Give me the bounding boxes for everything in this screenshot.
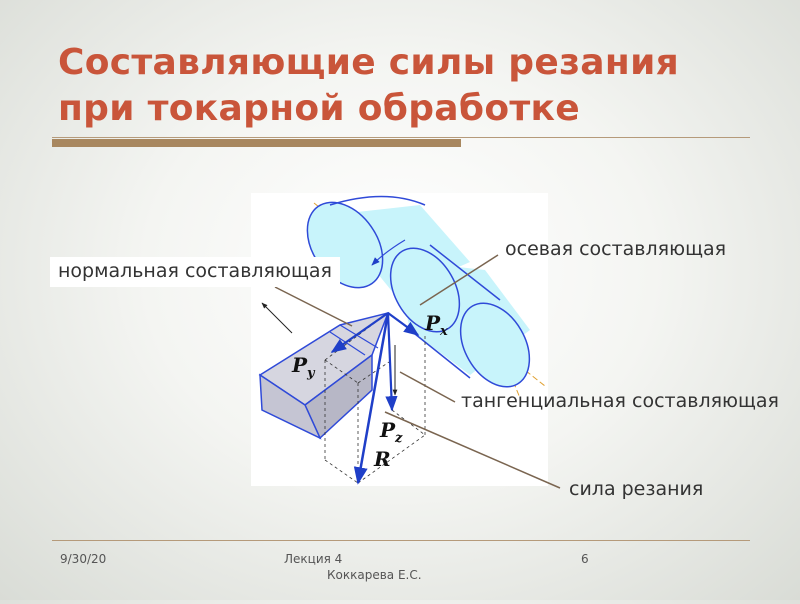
force-symbols: Px Py Pz R xyxy=(291,311,448,471)
leader-tangential xyxy=(399,371,456,403)
py-arrow xyxy=(330,312,389,353)
leader-cutting-force xyxy=(384,411,561,489)
box-edge-3 xyxy=(324,459,359,484)
workpiece-step-ellipse xyxy=(389,247,461,333)
title-line-2: при токарной обработке xyxy=(58,88,580,129)
cutting-force-label: сила резания xyxy=(569,478,704,500)
workpiece-front-end xyxy=(459,302,531,388)
pz-arrow xyxy=(385,312,398,412)
axial-component-label: осевая составляющая xyxy=(505,238,727,260)
tool-front-face xyxy=(259,373,322,440)
tool-edge-1 xyxy=(339,324,379,349)
box-edge-9 xyxy=(357,359,393,384)
footer-page-number: 6 xyxy=(581,552,589,566)
px-symbol: Px xyxy=(424,311,448,339)
workpiece-edge-2 xyxy=(409,329,471,379)
workpiece-large-top-edge xyxy=(329,195,426,206)
leader-lines xyxy=(274,254,561,489)
force-arrows xyxy=(261,302,420,485)
workpiece xyxy=(306,195,531,388)
box-edge-8 xyxy=(324,359,359,384)
title-divider-thick xyxy=(52,139,461,147)
r-symbol: R xyxy=(373,447,391,471)
footer-lecture: Лекция 4 xyxy=(284,552,343,566)
tool-edge-2 xyxy=(329,331,366,356)
leader-axial xyxy=(419,254,499,306)
rotation-arrow xyxy=(371,239,406,266)
px-arrow xyxy=(387,312,420,336)
normal-component-label: нормальная составляющая xyxy=(50,257,340,287)
box-edge-4 xyxy=(357,434,426,484)
slide-title: Составляющие силы резания при токарной о… xyxy=(58,40,758,132)
tangential-component-label: тангенциальная составляющая xyxy=(461,390,779,412)
footer-divider xyxy=(52,540,750,541)
workpiece-edge-1 xyxy=(429,244,501,301)
leader-normal xyxy=(274,286,353,327)
title-line-1: Составляющие силы резания xyxy=(58,42,680,83)
pz-symbol: Pz xyxy=(379,418,403,446)
title-divider-thin xyxy=(52,137,750,138)
resultant-force-arrow xyxy=(353,312,390,485)
footer-date: 9/30/20 xyxy=(60,552,107,566)
footer-author: Коккарева Е.С. xyxy=(327,568,422,582)
normal-direction-arrow xyxy=(261,302,293,334)
py-symbol: Py xyxy=(291,353,316,381)
